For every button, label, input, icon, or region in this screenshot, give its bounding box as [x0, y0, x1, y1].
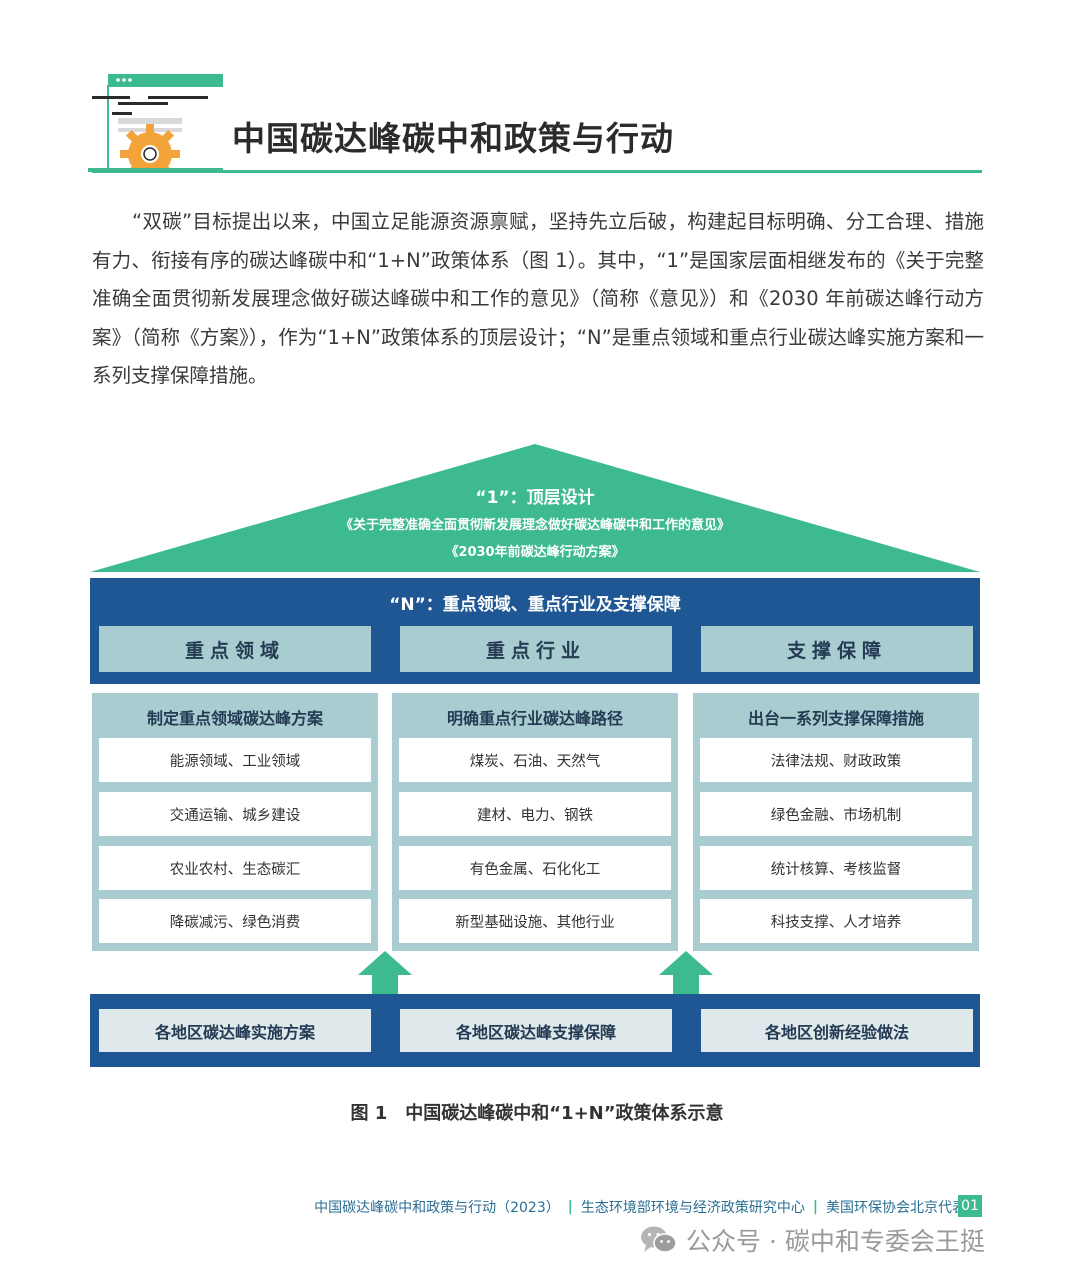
roof-line-2: 《2030年前碳达峰行动方案》 [445, 545, 625, 560]
region-box: 各地区创新经验做法 [701, 1009, 973, 1052]
column-key-industries: 明确重点行业碳达峰路径 煤炭、石油、天然气 建材、电力、钢铁 有色金属、石化化工… [392, 693, 678, 951]
n-box-support: 支撑保障 [701, 626, 973, 672]
footer-title: 中国碳达峰碳中和政策与行动（2023） [314, 1200, 560, 1216]
region-box: 各地区碳达峰支撑保障 [400, 1009, 672, 1052]
list-item: 法律法规、财政政策 [700, 738, 972, 782]
list-item: 绿色金融、市场机制 [700, 792, 972, 836]
watermark-text: 公众号 · 碳中和专委会王挺 [686, 1227, 985, 1256]
footer-separator: | [567, 1199, 573, 1215]
arrow-up-icon [358, 951, 412, 995]
list-item: 降碳减污、绿色消费 [99, 899, 371, 943]
footer-org-1: 生态环境部环境与经济政策研究中心 [580, 1200, 805, 1216]
figure-caption: 图 1 中国碳达峰碳中和“1+N”政策体系示意 [350, 1103, 724, 1124]
page-number: 01 [958, 1195, 982, 1217]
list-item: 统计核算、考核监督 [700, 846, 972, 890]
column-title: 明确重点行业碳达峰路径 [446, 709, 623, 728]
column-support: 出台一系列支撑保障措施 法律法规、财政政策 绿色金融、市场机制 统计核算、考核监… [693, 693, 979, 951]
footer-org-2: 美国环保协会北京代表处 [826, 1200, 980, 1216]
n-band-title: “N”：重点领域、重点行业及支撑保障 [389, 595, 681, 615]
column-title: 制定重点领域碳达峰方案 [146, 709, 323, 728]
wechat-icon [641, 1226, 677, 1253]
arrow-up-icon [659, 951, 713, 995]
watermark: 公众号 · 碳中和专委会王挺 [640, 1222, 985, 1258]
body-paragraph: “双碳”目标提出以来，中国立足能源资源禀赋，坚持先立后破，构建起目标明确、分工合… [92, 210, 984, 387]
page-title: 中国碳达峰碳中和政策与行动 [232, 119, 674, 158]
list-item: 农业农村、生态碳汇 [99, 846, 371, 890]
roof-title: “1”：顶层设计 [475, 488, 595, 508]
column-title: 出台一系列支撑保障措施 [747, 709, 924, 728]
footer: 中国碳达峰碳中和政策与行动（2023） | 生态环境部环境与经济政策研究中心 |… [314, 1197, 980, 1217]
list-item: 煤炭、石油、天然气 [399, 738, 671, 782]
list-item: 建材、电力、钢铁 [399, 792, 671, 836]
header-rule [92, 170, 982, 173]
browser-gear-icon [88, 74, 223, 172]
list-item: 交通运输、城乡建设 [99, 792, 371, 836]
roof-triangle [90, 444, 980, 572]
footer-separator: | [812, 1199, 818, 1215]
n-box-key-industries: 重点行业 [400, 626, 672, 672]
list-item: 能源领域、工业领域 [99, 738, 371, 782]
roof-line-1: 《关于完整准确全面贯彻新发展理念做好碳达峰碳中和工作的意见》 [339, 518, 730, 533]
list-item: 有色金属、石化化工 [399, 846, 671, 890]
column-key-areas: 制定重点领域碳达峰方案 能源领域、工业领域 交通运输、城乡建设 农业农村、生态碳… [92, 693, 378, 951]
list-item: 新型基础设施、其他行业 [399, 899, 671, 943]
region-box: 各地区碳达峰实施方案 [99, 1009, 371, 1052]
n-box-key-areas: 重点领域 [99, 626, 371, 672]
list-item: 科技支撑、人才培养 [700, 899, 972, 943]
